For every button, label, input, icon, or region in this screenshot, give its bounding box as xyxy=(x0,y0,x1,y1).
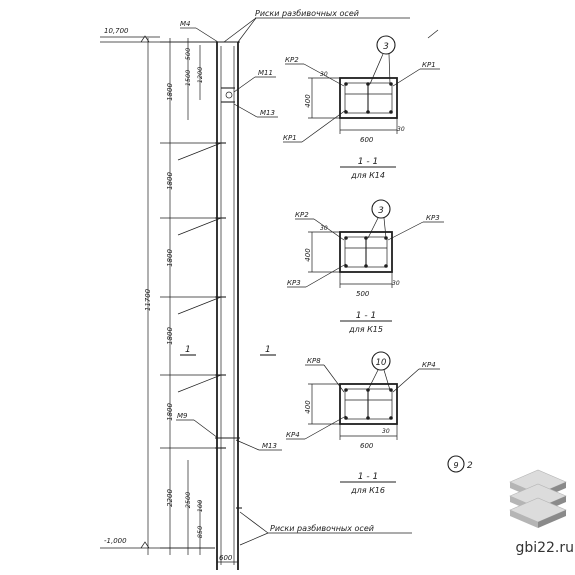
dim-inner: 100 xyxy=(196,500,204,512)
dim-inner: 850 xyxy=(196,526,204,538)
section-circle-text: 3 xyxy=(383,42,389,52)
rebar-label: КР2 xyxy=(295,211,309,219)
rebar-label: КР3 xyxy=(426,214,440,222)
section-subtitle: для К15 xyxy=(348,325,383,334)
total-height: 11700 xyxy=(144,288,152,311)
m13-bottom-label: М13 xyxy=(262,442,277,450)
elev-top-label: 10,700 xyxy=(104,27,129,35)
rebar-label: КР4 xyxy=(286,431,300,439)
section-circle-mark xyxy=(376,35,396,55)
dim-seg: 1800 xyxy=(166,403,174,421)
section-k14: 3 КР2 КР1 КР1 400 30 600 30 1 - 1 для К1… xyxy=(283,29,440,180)
section-outline xyxy=(339,77,398,119)
section-mark-right: 1 xyxy=(265,345,271,355)
rebar-label: КР4 xyxy=(422,361,436,369)
dim-seg: 1800 xyxy=(166,249,174,267)
rebar-label: КР8 xyxy=(307,357,321,365)
cover-bottom: 30 xyxy=(392,280,400,287)
elevation-marks: 10,700 -1,000 xyxy=(100,27,215,549)
section-title: 1 - 1 xyxy=(358,472,378,482)
column-callouts: Риски разбивочных осей М4 М11 М13 М9 М13… xyxy=(176,9,412,568)
section-height: 400 xyxy=(304,248,312,262)
watermark-text: gbi22.ru xyxy=(515,540,574,556)
m11-label: М11 xyxy=(258,69,273,77)
dim-inner: 1200 xyxy=(196,67,204,84)
page-reference: 9 2 xyxy=(447,455,473,473)
section-circle-text: 10 xyxy=(376,358,387,368)
section-subtitle: для К16 xyxy=(350,486,385,495)
section-k15: 3 КР2 КР3 КР3 400 30 500 30 1 - 1 для К1… xyxy=(287,199,444,334)
m9-label: М9 xyxy=(177,412,188,420)
section-title: 1 - 1 xyxy=(356,311,376,321)
axis-marks-bottom-label: Риски разбивочных осей xyxy=(270,524,374,533)
rebar-label: КР2 xyxy=(285,56,299,64)
watermark-logo: gbi22.ru xyxy=(509,469,574,556)
section-width: 600 xyxy=(360,136,374,144)
dim-seg: 1800 xyxy=(166,172,174,190)
column-elevation xyxy=(160,41,242,570)
rebar-label: КР1 xyxy=(422,61,436,69)
dim-seg: 1800 xyxy=(166,83,174,101)
section-outline xyxy=(339,231,393,273)
elev-bottom-label: -1,000 xyxy=(104,537,127,545)
dim-seg: 2200 xyxy=(166,489,174,507)
m4-label: М4 xyxy=(180,20,191,28)
stacked-slabs-icon xyxy=(509,469,567,528)
rebar-label: КР1 xyxy=(283,134,297,142)
section-circle-mark xyxy=(371,351,391,371)
page-ref-text: 9 xyxy=(453,461,458,470)
lifting-hole xyxy=(225,91,233,99)
section-mark-left: 1 xyxy=(185,345,191,355)
cover-top: 30 xyxy=(320,71,328,78)
section-subtitle: для К14 xyxy=(350,171,385,180)
section-circle-mark xyxy=(371,199,391,219)
section-height: 400 xyxy=(304,400,312,414)
section-width: 600 xyxy=(360,442,374,450)
m13-top-label: М13 xyxy=(260,109,275,117)
section-height: 400 xyxy=(304,94,312,108)
dim-seg: 1800 xyxy=(166,327,174,345)
bottom-width: 600 xyxy=(219,554,233,562)
cover-top: 30 xyxy=(320,225,328,232)
page-ref-text-2: 2 xyxy=(467,461,473,471)
section-circle-text: 3 xyxy=(378,206,384,216)
dim-inner: 1500 xyxy=(184,70,192,87)
section-width: 500 xyxy=(356,290,370,298)
cover-bottom: 30 xyxy=(397,126,405,133)
section-title: 1 - 1 xyxy=(358,157,378,167)
section-k16: 10 КР8 КР4 КР4 400 600 30 1 - 1 для К16 xyxy=(286,351,440,495)
section-outline xyxy=(339,383,398,425)
dim-inner: 2500 xyxy=(184,492,192,509)
dimension-chains: 11700 1800 1800 1800 1800 1800 2200 500 … xyxy=(144,38,204,555)
dim-inner: 500 xyxy=(184,48,192,60)
rebar-label: КР3 xyxy=(287,279,301,287)
axis-marks-top-label: Риски разбивочных осей xyxy=(255,9,359,18)
cover-bottom: 30 xyxy=(382,428,390,435)
